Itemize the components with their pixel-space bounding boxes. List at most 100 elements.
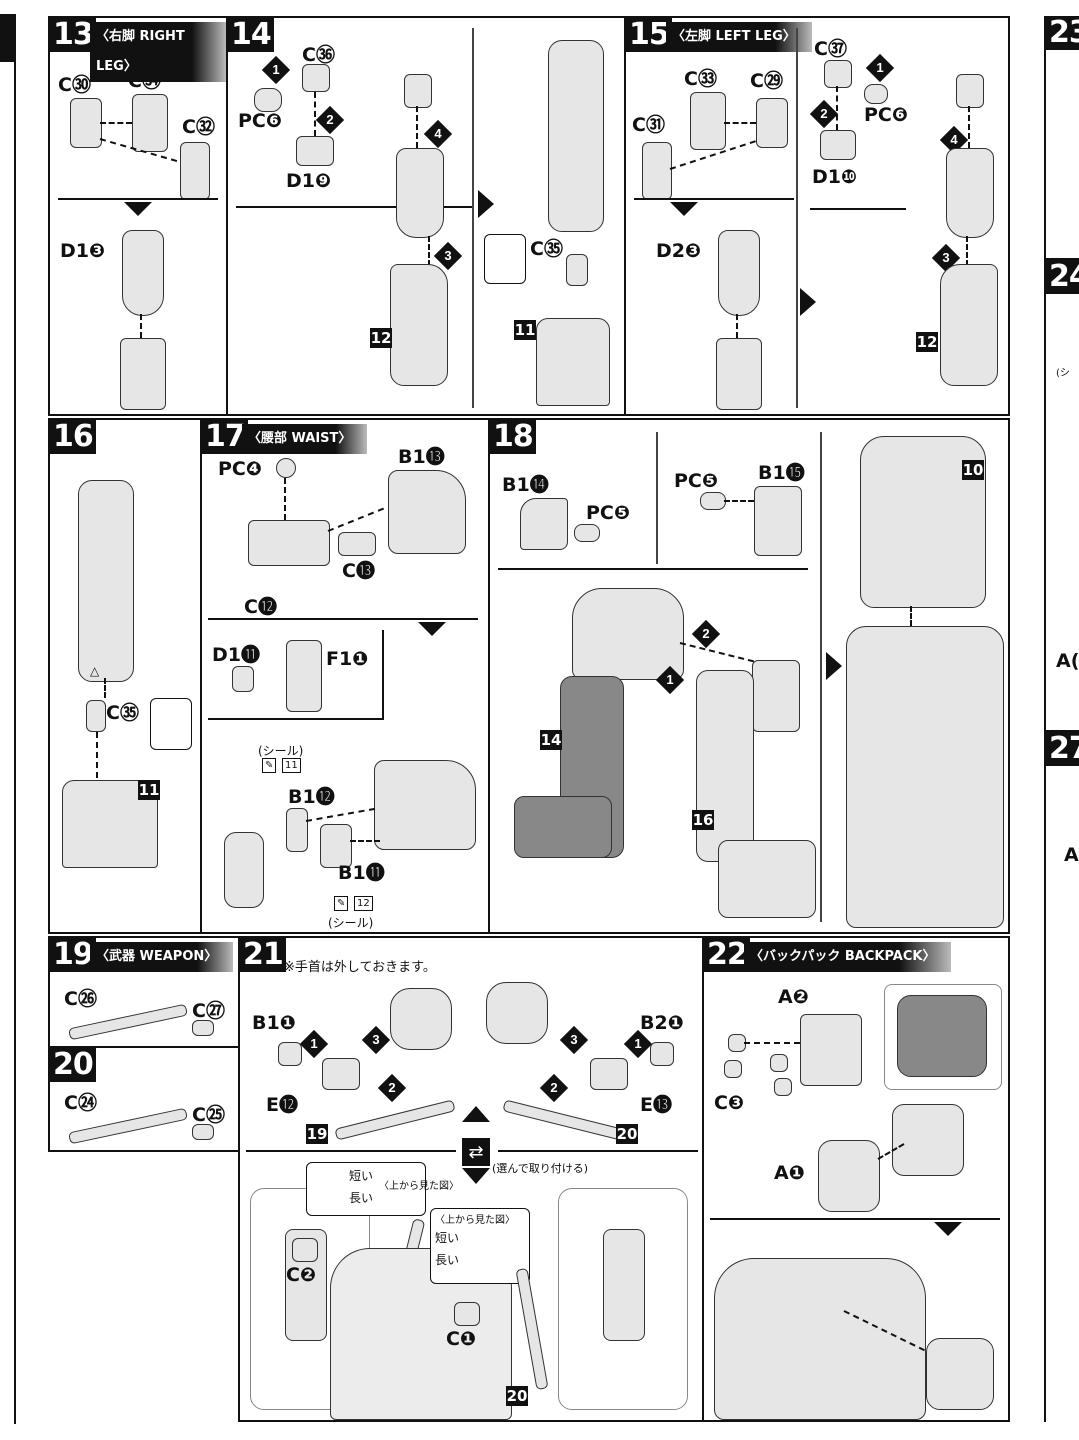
divider [710, 1218, 1000, 1220]
part-label: A❷ [778, 986, 809, 1008]
seal-icon: ✎ [262, 758, 277, 773]
down-arrow-icon [124, 202, 152, 216]
step-22-panel: 22 〈バックパック BACKPACK〉 A❷ C❸ A❶ [702, 936, 1010, 1422]
assembly-line [284, 478, 286, 520]
part-drawing [254, 88, 282, 112]
part-drawing [292, 1238, 318, 1262]
part-drawing [700, 492, 726, 510]
part-label: B1⓯ [758, 462, 805, 484]
part-drawing [120, 338, 166, 410]
part-label: C⓭ [342, 560, 375, 582]
part-label: B1⓫ [338, 862, 385, 884]
assembly-line [305, 807, 376, 822]
step-number: 17 [202, 420, 248, 454]
part-label: D1⓫ [212, 644, 260, 666]
step-16-panel: 16 △ C㉟ 11 [48, 418, 202, 934]
part-label: C㉞ [128, 70, 161, 92]
arm-drawing [486, 982, 548, 1044]
detail-callout [150, 698, 192, 750]
part-label: D1❾ [286, 170, 332, 192]
part-drawing [454, 1302, 480, 1326]
step-marker: 1 [655, 665, 685, 695]
sub-assembly-badge: 10 [962, 460, 984, 480]
down-arrow-icon [934, 1222, 962, 1236]
sub-assembly-badge: 16 [692, 810, 714, 830]
part-drawing [404, 74, 432, 108]
sub-assembly-badge: 14 [540, 730, 562, 750]
part-drawing [716, 338, 762, 410]
assembly-line [679, 642, 754, 663]
seal-label: (シール) [258, 744, 304, 758]
next-arrow-icon [826, 652, 842, 680]
part-drawing [192, 1020, 214, 1036]
assembly-line [836, 86, 838, 130]
part-drawing [752, 660, 800, 732]
step-number: 13 [50, 18, 96, 52]
next-page-step-number: 24 [1046, 260, 1079, 294]
part-label: PC❺ [674, 470, 718, 492]
part-label: C⓬ [244, 596, 277, 618]
step-15-panel: 15 〈左脚 LEFT LEG〉 C㉝ C㉙ C㉛ D2❸ C㊲ 1 PC❻ 2… [624, 16, 1010, 416]
assembly-line [910, 606, 912, 626]
part-drawing [180, 142, 210, 200]
assembly-line [350, 840, 380, 842]
part-drawing [824, 60, 852, 88]
divider [796, 28, 798, 408]
part-label: C㉝ [684, 68, 717, 90]
assembly-line [428, 236, 430, 266]
step-title: 〈武器 WEAPON〉 [90, 942, 234, 972]
part-label: C㉜ [182, 116, 215, 138]
divider [58, 198, 218, 200]
part-label: C㉙ [750, 70, 783, 92]
divider [246, 1150, 456, 1152]
assembly-line [966, 236, 968, 266]
part-drawing [192, 1124, 214, 1140]
sub-assembly-badge: 11 [514, 320, 536, 340]
part-label: B2❶ [640, 1012, 684, 1034]
part-label: C㊲ [814, 38, 847, 60]
long-label: 長い [435, 1253, 460, 1267]
part-label: C㉗ [192, 1000, 225, 1022]
assembly-line [327, 507, 385, 532]
part-drawing [956, 74, 984, 108]
holstered-weapon-drawing [603, 1229, 645, 1341]
down-arrow-icon [418, 622, 446, 636]
step-19-panel: 19 〈武器 WEAPON〉 C㉖ C㉗ [48, 936, 240, 1048]
step-marker: 2 [539, 1073, 569, 1103]
assembly-line [96, 732, 98, 778]
long-label: 長い [349, 1191, 374, 1205]
weapon-drawing [502, 1099, 624, 1141]
foot-drawing [514, 796, 612, 858]
divider [634, 198, 794, 200]
assembly-line [104, 678, 106, 698]
divider [382, 630, 384, 720]
step-marker: 2 [809, 99, 839, 129]
part-drawing [132, 94, 168, 152]
part-label: PC❹ [218, 458, 262, 480]
part-drawing [770, 1054, 788, 1072]
step-marker: 1 [299, 1029, 329, 1059]
view-label: 〈上から見た図〉 [379, 1181, 459, 1192]
assembly-line [100, 122, 132, 124]
divider [820, 432, 822, 922]
instruction-note: ※手首は外しておきます。 [284, 960, 436, 975]
part-label: B1⓭ [398, 446, 445, 468]
part-drawing [86, 700, 106, 732]
step-marker: 2 [315, 105, 345, 135]
step-number: 22 [704, 938, 750, 972]
part-drawing [520, 498, 568, 550]
part-drawing [818, 1140, 880, 1212]
step-marker: 3 [559, 1025, 589, 1055]
left-page-edge [14, 14, 16, 1424]
part-drawing [286, 808, 308, 852]
part-drawing [892, 1104, 964, 1176]
lower-body-drawing [846, 626, 1004, 928]
step-marker: 1 [865, 53, 895, 83]
part-label: PC❺ [586, 502, 630, 524]
assembly-line [724, 122, 756, 124]
divider [472, 28, 474, 408]
part-label: B1⓮ [502, 474, 549, 496]
step-13-panel: 13 〈右脚 RIGHT LEG〉 C㉚ C㉞ C㉜ D1❸ [48, 16, 228, 416]
sub-assembly-badge: 12 [370, 328, 392, 348]
part-drawing [296, 136, 334, 166]
